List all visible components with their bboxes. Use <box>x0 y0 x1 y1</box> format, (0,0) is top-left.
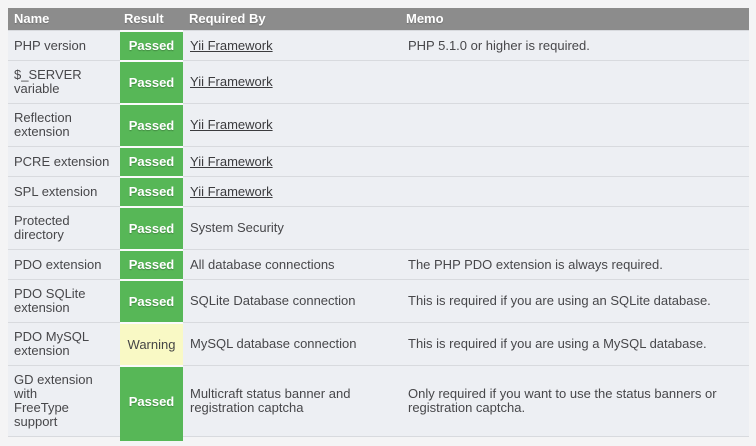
column-header-result: Result <box>120 8 183 30</box>
requirement-name: Protected directory <box>8 206 120 249</box>
table-row: PHP version Passed Yii Framework PHP 5.1… <box>8 30 749 60</box>
table-header: Name Result Required By Memo <box>8 8 749 30</box>
required-by: Yii Framework <box>183 176 400 206</box>
memo-text <box>400 103 749 146</box>
memo-text: The PHP PDO extension is always required… <box>400 249 749 279</box>
result-badge: Passed <box>120 365 183 441</box>
table-row: SPL extension Passed Yii Framework <box>8 176 749 206</box>
requirement-name: SPL extension <box>8 176 120 206</box>
table-row: GD extension with FreeType support Passe… <box>8 365 749 441</box>
column-header-required-by: Required By <box>183 8 400 30</box>
memo-text: This is required if you are using a MySQ… <box>400 322 749 365</box>
memo-text: Only required if you want to use the sta… <box>400 365 749 437</box>
table-row: PDO MySQL extension Warning MySQL databa… <box>8 322 749 365</box>
required-by: SQLite Database connection <box>183 279 400 322</box>
result-badge: Passed <box>120 146 183 176</box>
requirement-name: PCRE extension <box>8 146 120 176</box>
result-badge: Passed <box>120 103 183 146</box>
required-by-link[interactable]: Yii Framework <box>190 153 273 169</box>
table-row: PDO extension Passed All database connec… <box>8 249 749 279</box>
required-by: Yii Framework <box>183 103 400 146</box>
table-row: PDO SQLite extension Passed SQLite Datab… <box>8 279 749 322</box>
requirement-name: PDO extension <box>8 249 120 279</box>
required-by: All database connections <box>183 249 400 279</box>
requirement-name: PDO SQLite extension <box>8 279 120 322</box>
required-by: System Security <box>183 206 400 249</box>
result-badge: Passed <box>120 249 183 279</box>
requirement-name: PDO MySQL extension <box>8 322 120 365</box>
table-body: PHP version Passed Yii Framework PHP 5.1… <box>8 30 749 441</box>
required-by: MySQL database connection <box>183 322 400 365</box>
required-by-link[interactable]: Yii Framework <box>190 117 273 132</box>
required-by-link[interactable]: Yii Framework <box>190 74 273 89</box>
required-by-link[interactable]: Yii Framework <box>190 37 273 53</box>
memo-text <box>400 146 749 176</box>
required-by: Multicraft status banner and registratio… <box>183 365 400 437</box>
requirement-name: $_SERVER variable <box>8 60 120 103</box>
required-by-link[interactable]: Yii Framework <box>190 183 273 199</box>
result-badge: Passed <box>120 176 183 206</box>
table-row: $_SERVER variable Passed Yii Framework <box>8 60 749 103</box>
requirements-table: Name Result Required By Memo PHP version… <box>8 8 749 441</box>
table-row: Reflection extension Passed Yii Framewor… <box>8 103 749 146</box>
result-badge: Passed <box>120 30 183 60</box>
memo-text: PHP 5.1.0 or higher is required. <box>400 30 749 60</box>
memo-text <box>400 176 749 206</box>
column-header-memo: Memo <box>400 8 749 30</box>
requirement-name: PHP version <box>8 30 120 60</box>
result-badge: Passed <box>120 206 183 249</box>
required-by: Yii Framework <box>183 146 400 176</box>
result-badge: Passed <box>120 279 183 322</box>
requirement-name: Reflection extension <box>8 103 120 146</box>
column-header-name: Name <box>8 8 120 30</box>
required-by: Yii Framework <box>183 30 400 60</box>
required-by: Yii Framework <box>183 60 400 103</box>
memo-text <box>400 206 749 249</box>
result-badge: Warning <box>120 322 183 365</box>
memo-text: This is required if you are using an SQL… <box>400 279 749 322</box>
table-row: PCRE extension Passed Yii Framework <box>8 146 749 176</box>
requirement-name: GD extension with FreeType support <box>8 365 120 437</box>
result-badge: Passed <box>120 60 183 103</box>
memo-text <box>400 60 749 103</box>
table-row: Protected directory Passed System Securi… <box>8 206 749 249</box>
